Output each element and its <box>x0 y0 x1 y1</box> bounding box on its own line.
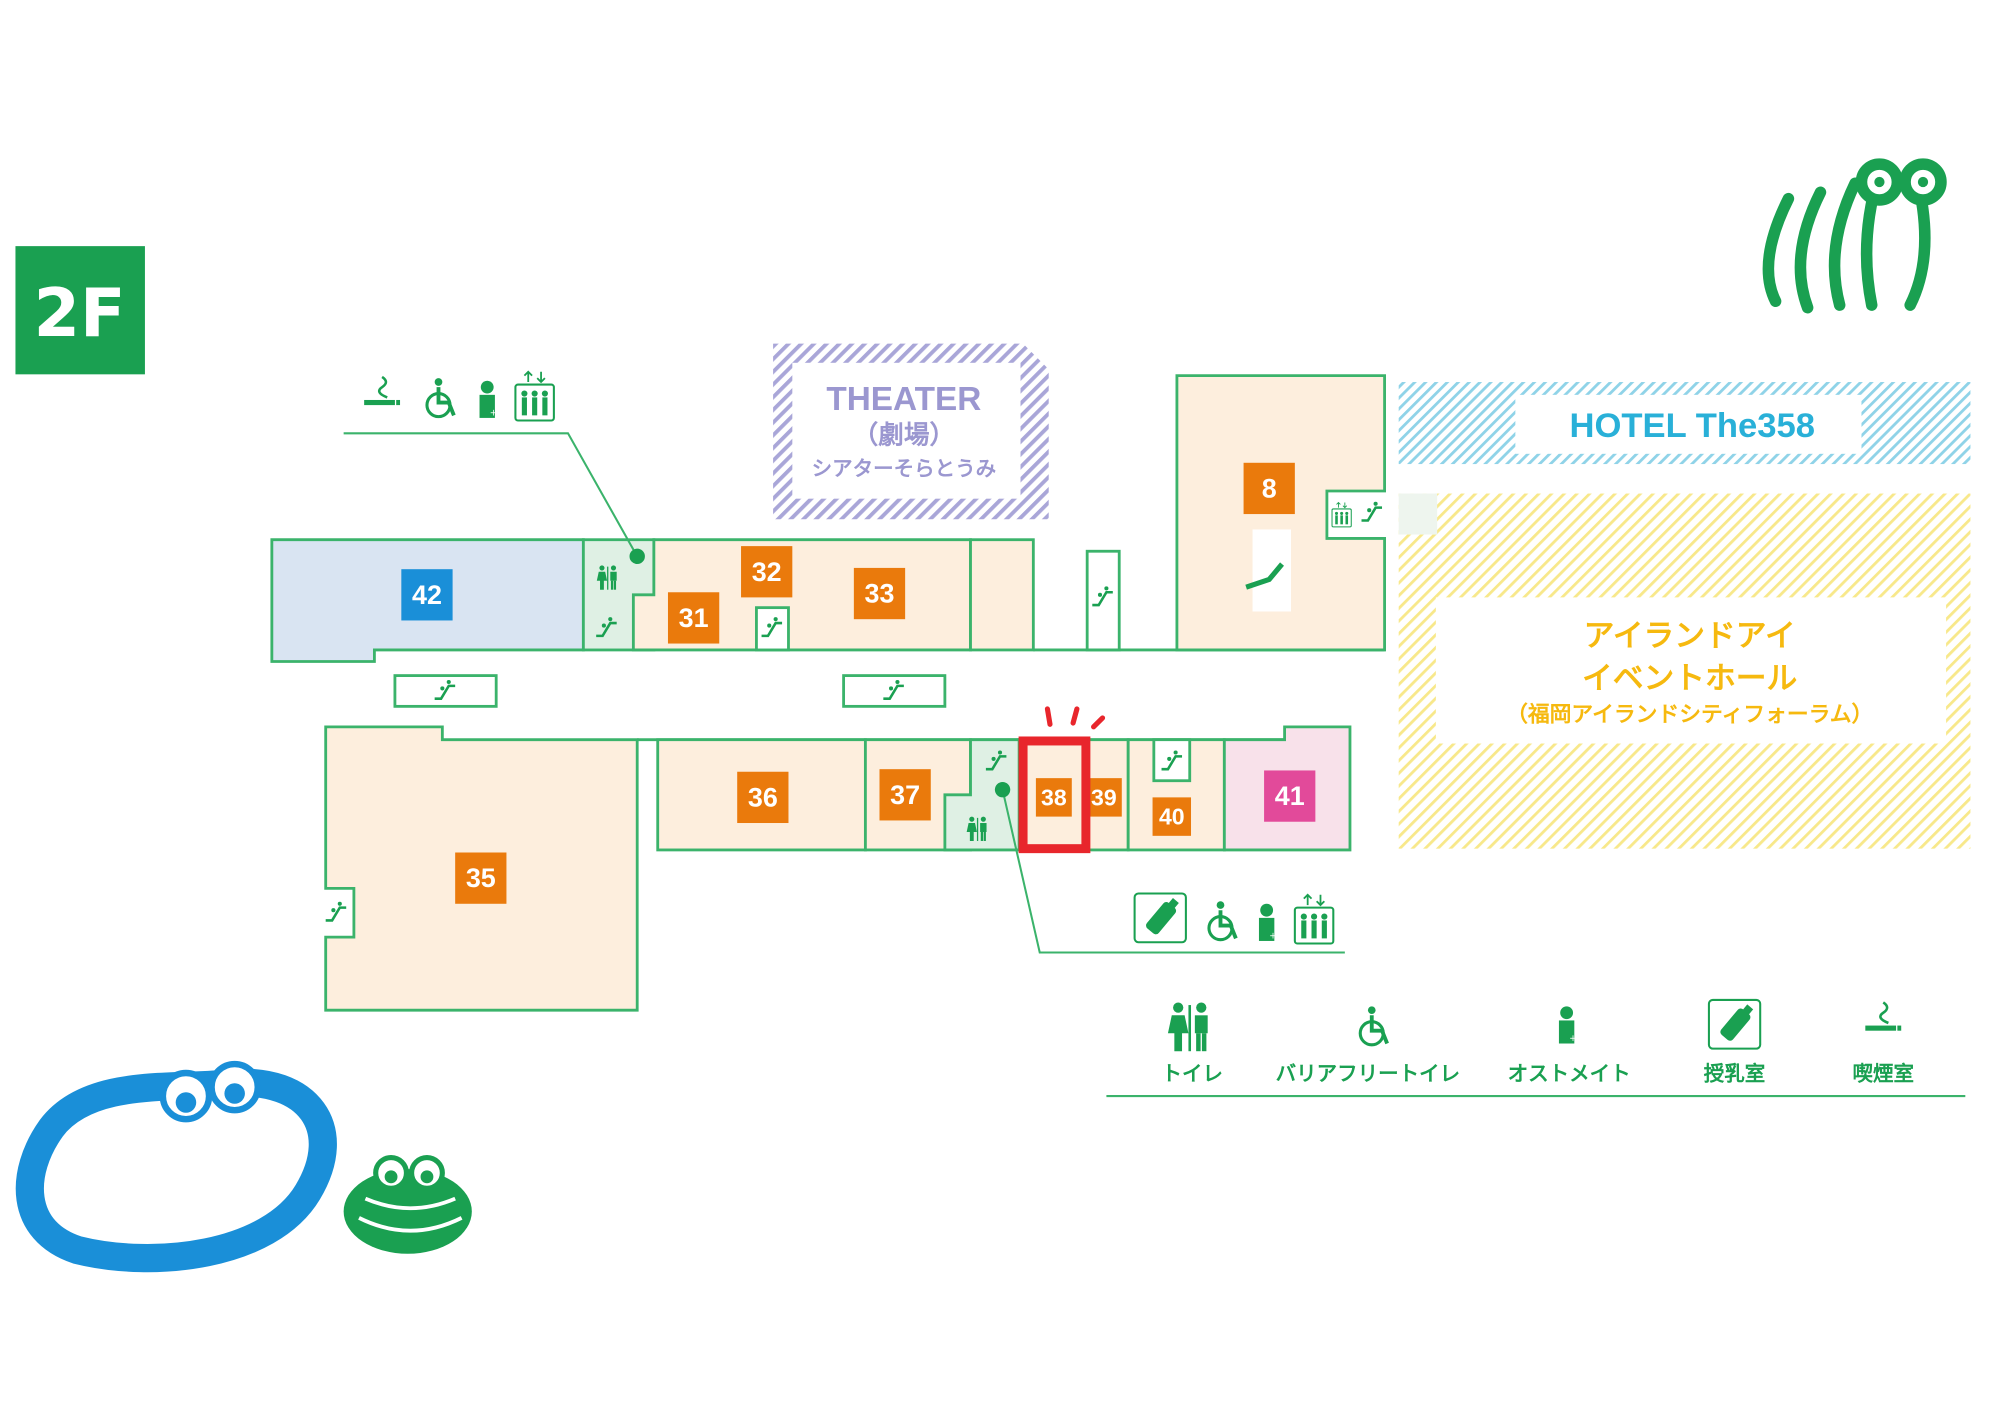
hotel-name: HOTEL The358 <box>1569 407 1815 445</box>
shop-31[interactable]: 31 <box>667 592 720 644</box>
shop-42[interactable]: 42 <box>401 569 453 621</box>
highlight-marker-38 <box>1018 706 1106 854</box>
shop-36[interactable]: 36 <box>737 771 789 824</box>
event-hall-line2: イベントホール <box>1582 660 1797 696</box>
ostomate-icon <box>1258 903 1277 942</box>
ostomate-icon <box>479 380 498 419</box>
barrier-free-toilet-icon <box>425 376 456 419</box>
shop-35[interactable]: 35 <box>455 852 507 904</box>
legend-item-nursing: 授乳室 <box>1704 998 1766 1086</box>
legend-item-smoking: 喫煙室 <box>1853 1001 1915 1086</box>
event-hall-line1: アイランドアイ <box>1584 618 1796 654</box>
barrier-free-toilet-icon <box>1358 1004 1390 1047</box>
svg-text:35[interactable]: 35 <box>466 863 496 893</box>
hotel-area: HOTEL The358 <box>1398 382 1971 465</box>
nursing-room-icon <box>1707 998 1762 1050</box>
svg-text:2F: 2F <box>34 274 126 352</box>
svg-text:36[interactable]: 36 <box>748 782 778 812</box>
shop-38[interactable]: 38 <box>1035 778 1072 817</box>
svg-text:授乳室: 授乳室 <box>1704 1062 1766 1086</box>
event-hall-area: アイランドアイ イベントホール （福岡アイランドシティフォーラム） <box>1398 493 1971 849</box>
toilet-icon <box>1167 1002 1208 1052</box>
svg-text:トイレ: トイレ <box>1162 1062 1224 1086</box>
smoking-icon <box>362 375 402 407</box>
svg-text:39[interactable]: 39 <box>1091 784 1117 810</box>
legend-item-ostomate: オストメイト <box>1508 1006 1631 1086</box>
svg-text:8[interactable]: 8 <box>1262 473 1277 503</box>
nursing-room-icon <box>1133 892 1187 944</box>
svg-text:37[interactable]: 37 <box>890 780 920 810</box>
event-hall-line3: （福岡アイランドシティフォーラム） <box>1506 703 1873 728</box>
smoking-icon <box>1864 1001 1903 1032</box>
shop-39[interactable]: 39 <box>1088 778 1122 817</box>
shop-32[interactable]: 32 <box>741 546 793 598</box>
mascot-blue <box>15 1060 337 1273</box>
ostomate-icon <box>1558 1006 1577 1044</box>
barrier-free-toilet-icon <box>1207 899 1238 942</box>
facility-callout-bottom <box>994 781 1345 954</box>
elevator-icon <box>1293 893 1335 945</box>
legend: トイレ バリアフリートイレ オストメイト 授乳室 喫煙室 <box>1106 998 1966 1098</box>
elevator-icon <box>514 370 555 422</box>
svg-text:33[interactable]: 33 <box>865 579 895 609</box>
legend-item-barrier-free: バリアフリートイレ <box>1276 1004 1461 1086</box>
shop-37[interactable]: 37 <box>879 769 931 821</box>
theater-title: THEATER <box>826 381 981 418</box>
theater-name: シアターそらとうみ <box>812 457 996 481</box>
svg-text:オストメイト: オストメイト <box>1508 1062 1631 1086</box>
svg-text:42[interactable]: 42 <box>412 580 442 610</box>
shop-40[interactable]: 40 <box>1152 797 1192 836</box>
svg-text:32[interactable]: 32 <box>752 557 782 587</box>
mascot-green-top <box>1762 158 1947 314</box>
escalator-bar <box>842 674 947 708</box>
floor-badge: 2F <box>15 246 145 375</box>
svg-text:41[interactable]: 41 <box>1275 781 1305 811</box>
svg-text:バリアフリートイレ: バリアフリートイレ <box>1276 1062 1461 1086</box>
svg-text:喫煙室: 喫煙室 <box>1853 1062 1915 1086</box>
shop-41[interactable]: 41 <box>1264 770 1316 822</box>
legend-item-toilet: トイレ <box>1162 1002 1224 1086</box>
shop-33[interactable]: 33 <box>853 567 906 620</box>
svg-text:40[interactable]: 40 <box>1159 804 1185 830</box>
mascot-green-frog <box>343 1155 472 1254</box>
svg-text:31[interactable]: 31 <box>679 603 709 633</box>
facility-callout-top <box>343 370 645 565</box>
escalator-bar <box>393 674 498 708</box>
shop-8[interactable]: 8 <box>1243 462 1295 515</box>
svg-text:38[interactable]: 38 <box>1041 784 1067 810</box>
theater-subtitle: （劇場） <box>853 421 956 451</box>
theater-area: THEATER （劇場） シアターそらとうみ <box>773 343 1049 520</box>
